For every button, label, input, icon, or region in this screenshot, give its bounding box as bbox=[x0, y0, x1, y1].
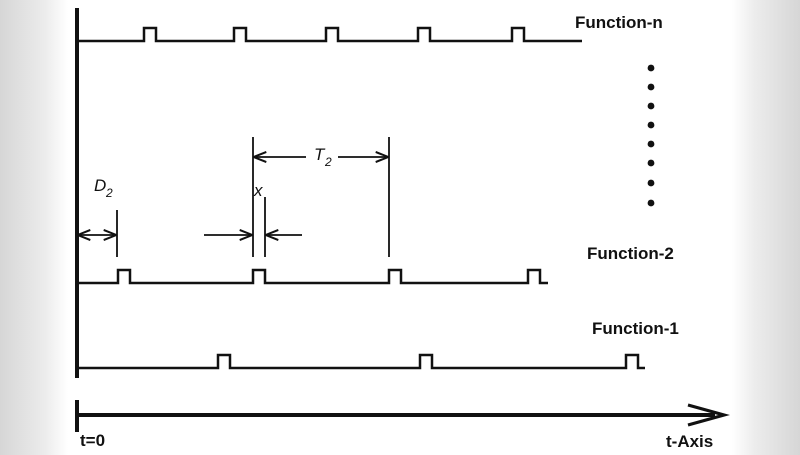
time-axis-arrowhead bbox=[687, 403, 730, 427]
period-label: T bbox=[314, 145, 326, 164]
period-annotation: T 2 bbox=[252, 137, 390, 257]
function-2-label: Function-2 bbox=[587, 244, 674, 263]
origin-label: t=0 bbox=[80, 431, 105, 450]
period-subscript: 2 bbox=[324, 155, 332, 169]
function-2-waveform bbox=[77, 268, 548, 285]
function-1-label: Function-1 bbox=[592, 319, 679, 338]
function-n-waveform bbox=[77, 26, 582, 43]
delay-label: D bbox=[94, 176, 106, 195]
pulse-width-label: x bbox=[253, 181, 263, 200]
function-n-label: Function-n bbox=[575, 13, 663, 32]
ellipsis-dots bbox=[647, 64, 655, 207]
pulse-width-annotation: x bbox=[204, 181, 302, 257]
time-axis-label: t-Axis bbox=[666, 432, 713, 450]
function-1-waveform bbox=[77, 353, 645, 370]
delay-annotation: D 2 bbox=[79, 176, 118, 257]
delay-subscript: 2 bbox=[105, 186, 113, 200]
